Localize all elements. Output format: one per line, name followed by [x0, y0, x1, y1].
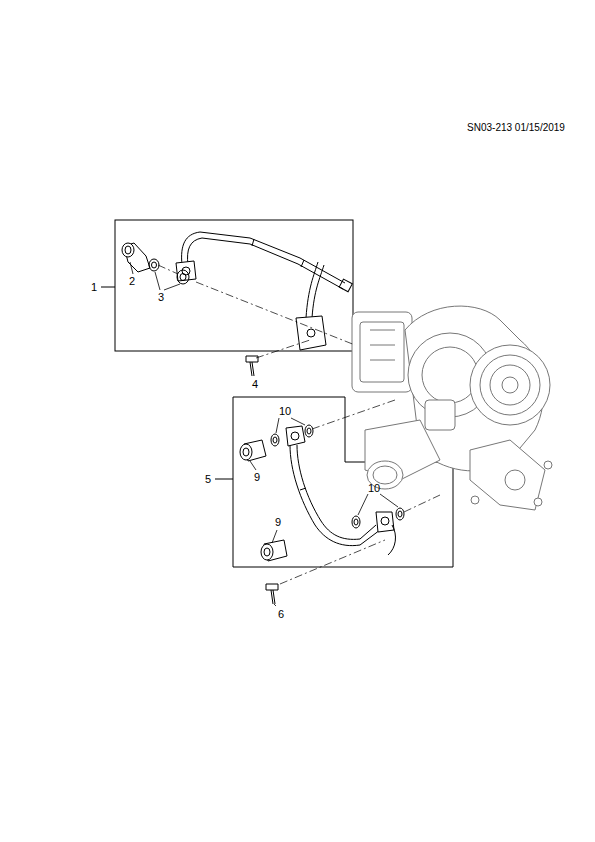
- callout-number: 1: [91, 281, 97, 294]
- callout-number: 10: [368, 482, 380, 495]
- drawing-code: SN03-213 01/15/2019: [467, 121, 565, 134]
- bolt: [266, 584, 278, 604]
- turbocharger: [352, 306, 552, 510]
- leader-line: [130, 262, 398, 606]
- oil-return-pipe: [286, 426, 395, 555]
- callout-number: 9: [275, 516, 281, 529]
- banjo-bolt: [122, 243, 150, 272]
- callout-number: 3: [158, 291, 164, 304]
- banjo-bolt: [240, 440, 287, 561]
- callout-number: 4: [252, 378, 258, 391]
- bolt: [246, 356, 258, 376]
- sealing-washer: [149, 259, 189, 284]
- callout-number: 10: [279, 405, 291, 418]
- group-frame: [233, 397, 453, 567]
- sealing-washer: [271, 425, 404, 528]
- callout-number: 5: [205, 473, 211, 486]
- oil-feed-pipe: [176, 232, 352, 350]
- group-frame: [115, 220, 353, 351]
- callout-number: 6: [278, 608, 284, 621]
- callout-number: 9: [254, 471, 260, 484]
- callout-number: 2: [129, 275, 135, 288]
- assembly-line: [158, 265, 440, 584]
